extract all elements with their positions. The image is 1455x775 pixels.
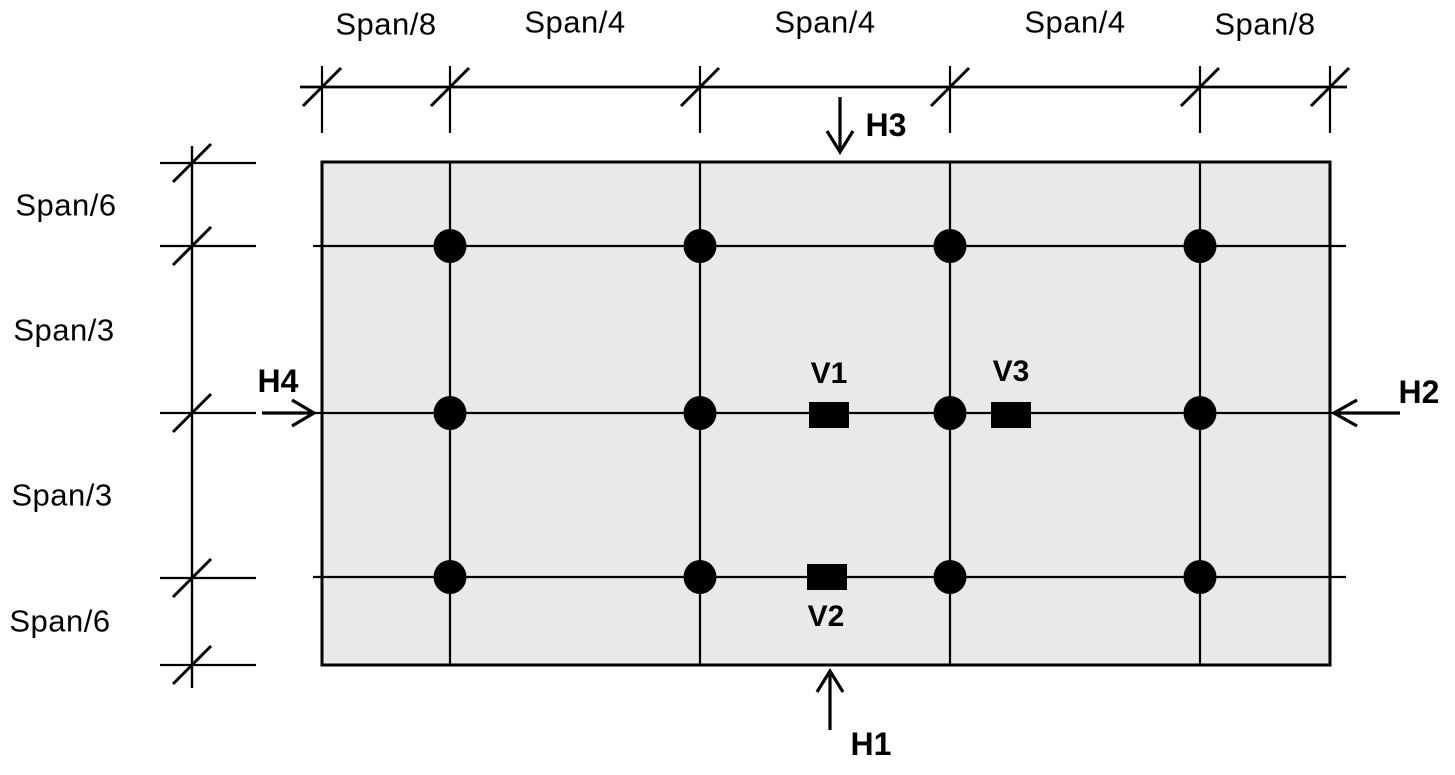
force-arrow-h2 — [1330, 398, 1400, 428]
sensor-dot — [933, 229, 967, 263]
sensor-dot — [933, 560, 967, 594]
sensor-dot — [433, 560, 467, 594]
sensor-dot — [433, 229, 467, 263]
sensor-square-v3 — [991, 402, 1031, 428]
force-arrow-h1 — [815, 667, 845, 730]
h3-label: H3 — [865, 107, 907, 143]
span-label-top-3: Span/4 — [774, 4, 876, 40]
sensor-dot — [683, 229, 717, 263]
h1-label: H1 — [850, 726, 892, 762]
sensor-label-v1: V1 — [810, 357, 848, 390]
sensor-dot — [1183, 396, 1217, 430]
sensor-dot — [1183, 229, 1217, 263]
grid-dot-markers — [433, 229, 1217, 594]
sensor-label-v3: V3 — [992, 355, 1030, 388]
sensor-dot — [683, 396, 717, 430]
force-arrow-h3 — [825, 97, 855, 156]
left-dimension-ticks — [160, 142, 256, 686]
span-label-top-2: Span/4 — [524, 4, 626, 40]
h4-label: H4 — [257, 363, 299, 399]
span-label-left-3: Span/3 — [11, 477, 113, 513]
span-label-top-1: Span/8 — [335, 6, 437, 42]
sensor-dot — [933, 396, 967, 430]
span-label-left-4: Span/6 — [9, 603, 111, 639]
h2-label: H2 — [1398, 374, 1440, 410]
span-label-left-2: Span/3 — [13, 312, 115, 348]
sensor-dot — [683, 560, 717, 594]
span-label-top-5: Span/8 — [1214, 6, 1316, 42]
sensor-dot — [433, 396, 467, 430]
sensor-label-v2: V2 — [807, 600, 845, 633]
force-arrow-h4 — [262, 398, 318, 428]
sensor-square-v2 — [807, 564, 847, 590]
span-label-left-1: Span/6 — [15, 187, 117, 223]
sensor-square-v1 — [809, 402, 849, 428]
top-dimension-ticks — [301, 66, 1351, 133]
span-label-top-4: Span/4 — [1024, 4, 1126, 40]
sensor-dot — [1183, 560, 1217, 594]
